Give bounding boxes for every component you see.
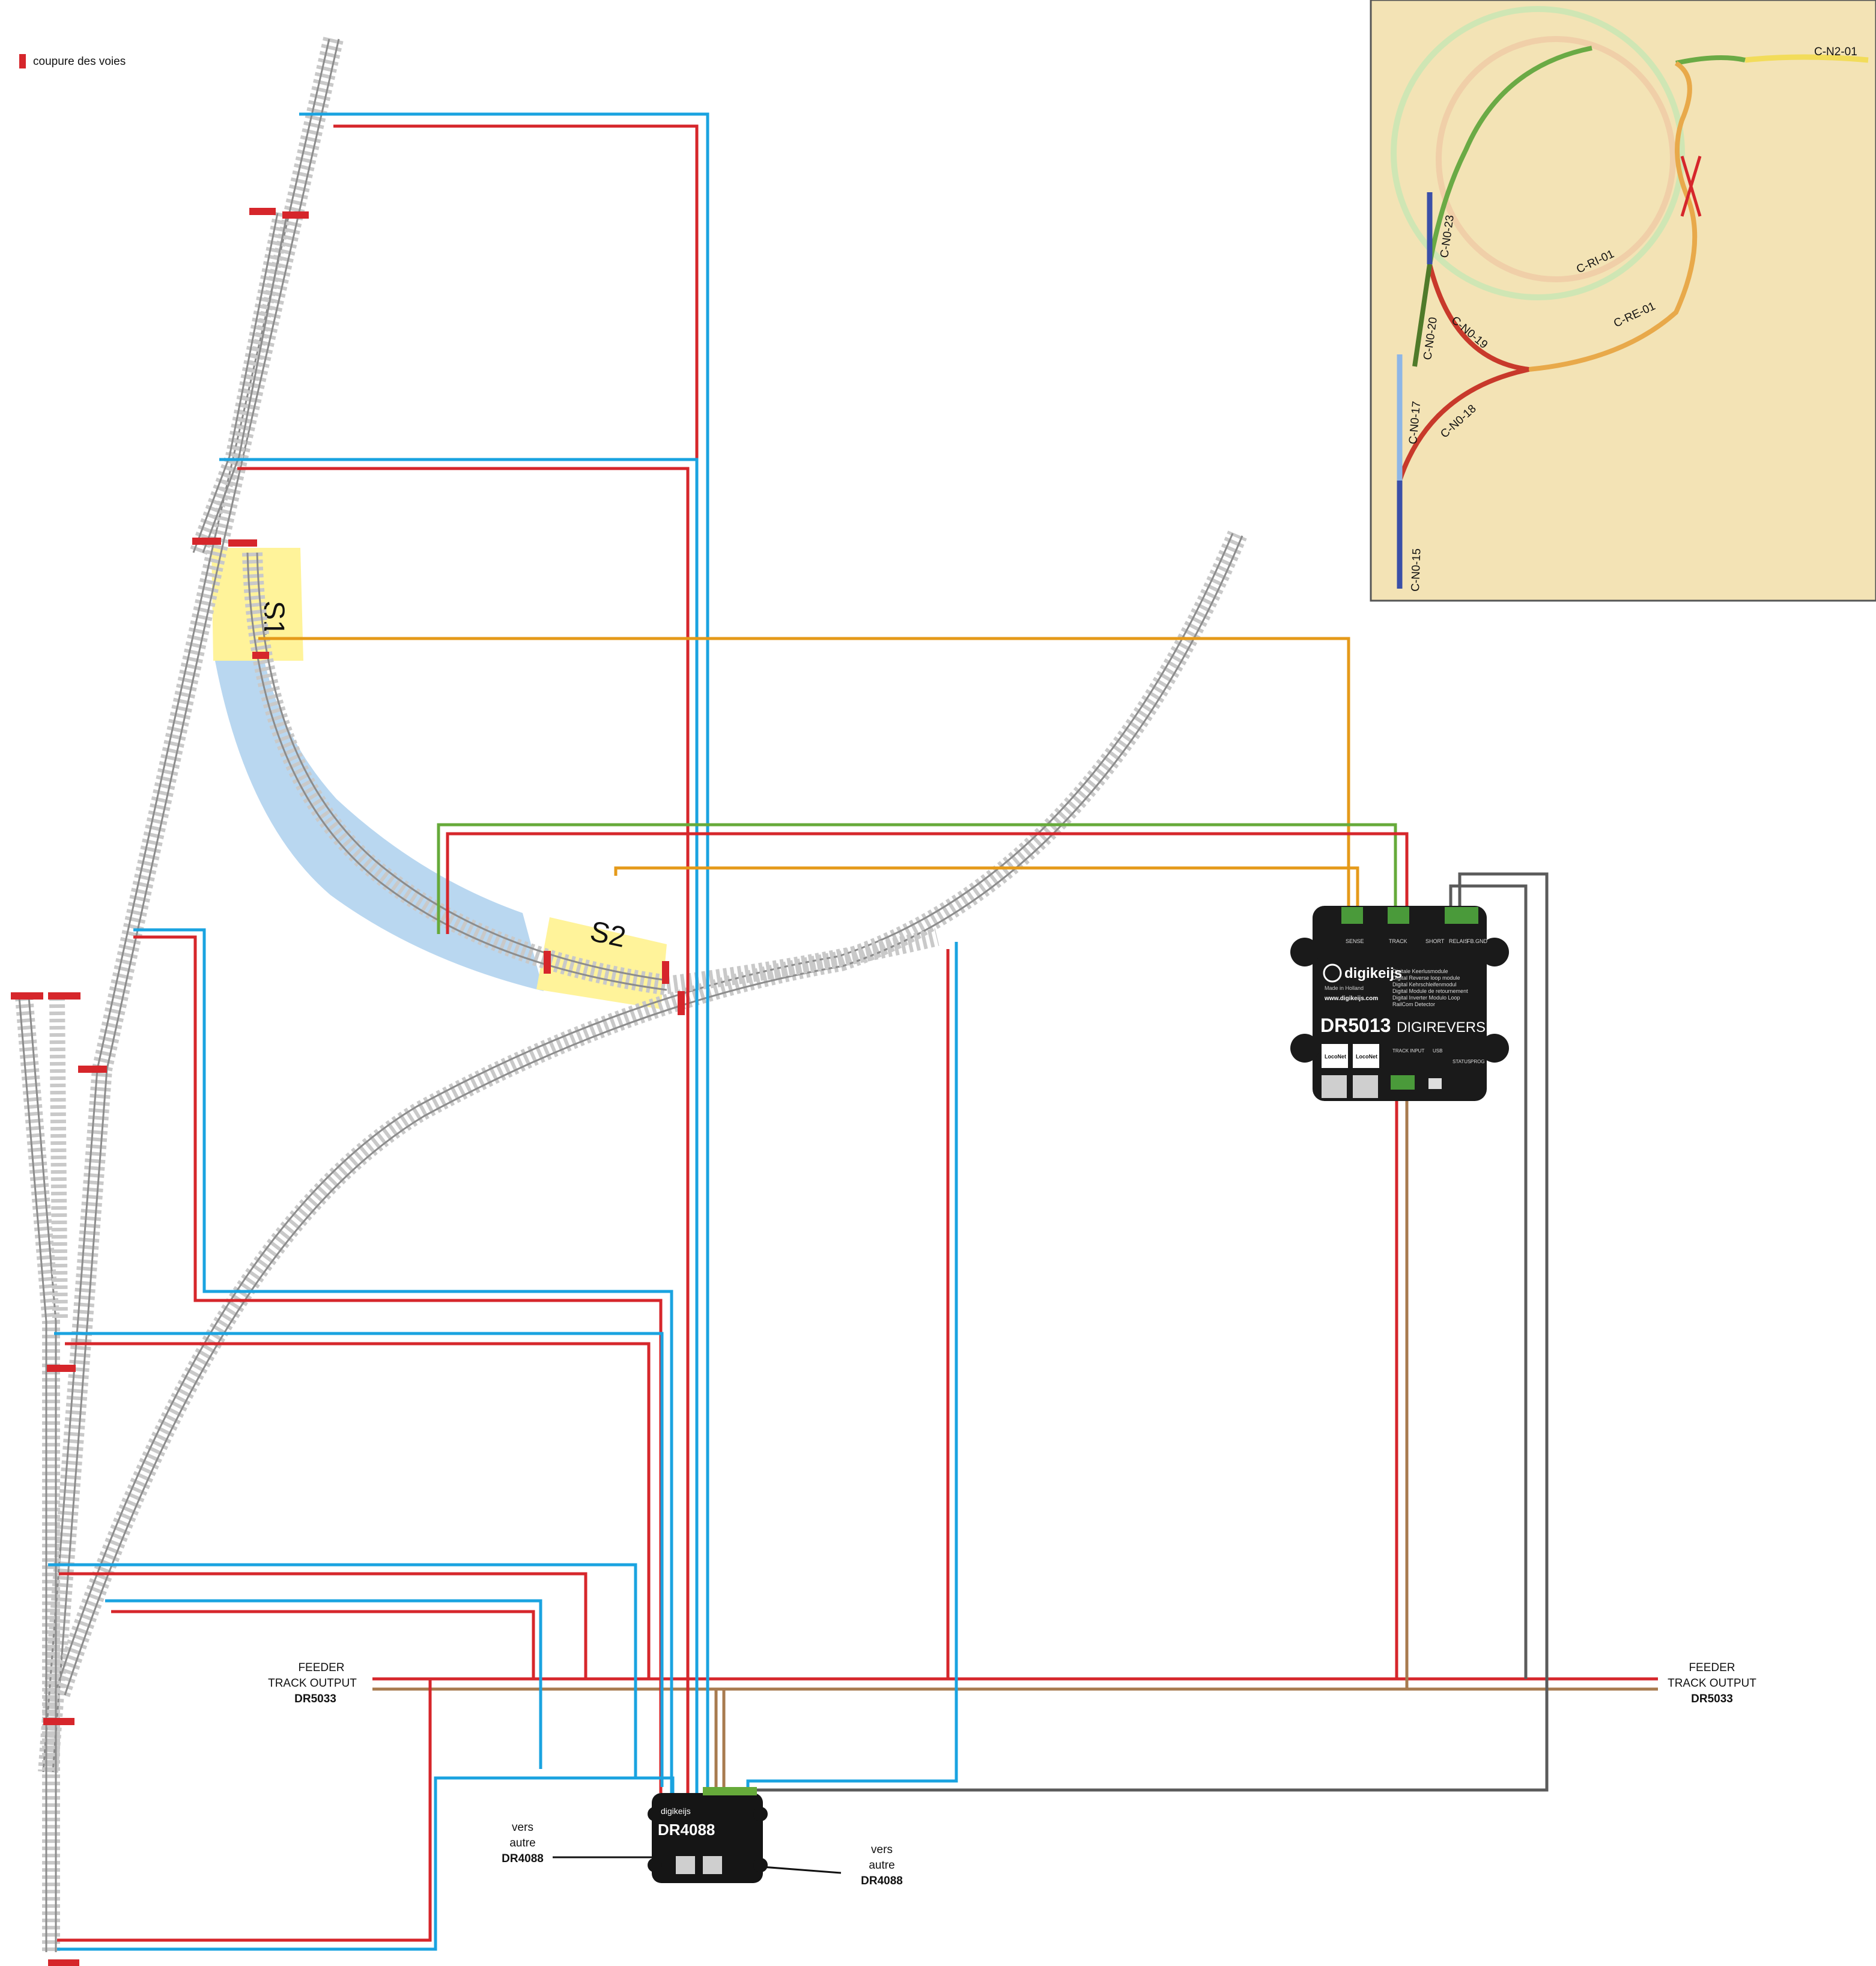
wires bbox=[48, 112, 1549, 1951]
dr5013-loconet-label-box bbox=[1322, 1044, 1348, 1068]
track-main-diagonal bbox=[38, 37, 344, 1773]
dr4088-loconet-port bbox=[703, 1856, 722, 1874]
dr5013-relais-terminal bbox=[1445, 907, 1478, 924]
dr5013-desc-line: Digital Module de retournement bbox=[1392, 988, 1468, 994]
dr5013-name: DIGIREVERSE bbox=[1397, 1019, 1495, 1036]
dr5013-desc-line: Digital Inverter Modulo Loop bbox=[1392, 995, 1460, 1001]
track-cut bbox=[11, 992, 43, 1000]
plan-outer-loop bbox=[1391, 6, 1685, 300]
dr4088-brand: digikeijs bbox=[661, 1806, 691, 1816]
track-cut bbox=[249, 208, 276, 215]
dr4088-module: digikeijs DR4088 bbox=[553, 1787, 842, 1883]
track-cut bbox=[48, 1959, 79, 1966]
track-plan-inset: C-N2-01 C-N0-23 C-RI-01 C-N0-20 C-N0-19 … bbox=[1370, 0, 1876, 602]
feeder-left-line1: FEEDER bbox=[298, 1661, 344, 1674]
plan-track-n0-19 bbox=[1427, 264, 1529, 372]
dr5013-desc-line: Digital Reverse loop module bbox=[1392, 975, 1460, 981]
dr5013-usb-port bbox=[1428, 1078, 1442, 1089]
legend-swatch bbox=[19, 54, 26, 68]
plan-track-re-01 bbox=[1528, 61, 1698, 372]
bottom-right-line3: DR4088 bbox=[861, 1875, 903, 1887]
track-reverse-loop bbox=[242, 552, 669, 995]
section-s2-label: S2 bbox=[587, 915, 628, 954]
dr5013-port-label: SHORT bbox=[1425, 938, 1445, 944]
section-highlights: S1 S2 bbox=[211, 548, 667, 1009]
tracks bbox=[15, 37, 1247, 1952]
plan-track-ri-01 bbox=[1427, 46, 1592, 265]
dr4088-terminals bbox=[703, 1787, 757, 1795]
feeder-bus bbox=[372, 1677, 1658, 1691]
dr5013-bottom-port-label: LocoNet bbox=[1325, 1054, 1346, 1060]
feeder-left-line2: TRACK OUTPUT bbox=[268, 1677, 357, 1690]
feeder-right-line2: TRACK OUTPUT bbox=[1668, 1677, 1756, 1690]
track-cut bbox=[662, 961, 669, 984]
track-left-branch bbox=[15, 996, 68, 1952]
dr5013-bottom-port-label: STATUS bbox=[1453, 1059, 1471, 1064]
dr5013-track-input-terminal bbox=[1391, 1075, 1415, 1090]
track-cut bbox=[47, 1365, 76, 1372]
dr5013-sense-terminal bbox=[1341, 907, 1363, 924]
feeder-label-left: FEEDER TRACK OUTPUT DR5033 bbox=[268, 1661, 357, 1705]
track-cut bbox=[544, 951, 551, 974]
legend: coupure des voies bbox=[19, 54, 126, 68]
feeder-right-line3: DR5033 bbox=[1691, 1693, 1733, 1705]
dr5013-brand: digikeijs bbox=[1344, 965, 1402, 981]
dr5013-bottom-port-label: TRACK INPUT bbox=[1392, 1048, 1424, 1054]
digikeijs-logo-icon bbox=[1323, 963, 1342, 983]
dr5013-bottom-port-label: PROG bbox=[1471, 1059, 1485, 1064]
dr5013-module: SENSE TRACK SHORT RELAIS FB.GND digikeij… bbox=[1290, 906, 1509, 1101]
dr5013-loconet-label-box bbox=[1353, 1044, 1379, 1068]
track-cut bbox=[192, 538, 221, 545]
bottom-right-line1: vers bbox=[871, 1843, 893, 1856]
track-cut bbox=[252, 652, 269, 659]
bottom-left-line2: autre bbox=[509, 1837, 535, 1849]
feeder-left-line3: DR5033 bbox=[294, 1693, 336, 1705]
dr5013-desc-line: RailCom Detector bbox=[1392, 1001, 1435, 1007]
dr5013-sub: Made in Holland bbox=[1325, 985, 1364, 991]
track-crossover bbox=[666, 928, 940, 994]
dr5013-port-label: RELAIS bbox=[1449, 938, 1468, 944]
reverse-loop-zone bbox=[215, 661, 544, 991]
dr5013-port-label: SENSE bbox=[1346, 938, 1364, 944]
dr5013-track-terminal bbox=[1388, 907, 1409, 924]
track-cuts bbox=[11, 208, 685, 1966]
bottom-label-left: vers autre DR4088 bbox=[502, 1821, 544, 1865]
dr5013-port-label: FB.GND bbox=[1467, 938, 1488, 944]
dr5013-loconet-port bbox=[1322, 1075, 1347, 1098]
plan-crossing-icon bbox=[1680, 156, 1702, 217]
dr5013-desc-line: Digitale Keerlusmodule bbox=[1392, 968, 1448, 974]
bottom-right-line2: autre bbox=[869, 1859, 894, 1872]
plan-track-n2-01 bbox=[1744, 54, 1869, 63]
dr5013-web: www.digikeijs.com bbox=[1324, 995, 1378, 1002]
dr5013-bottom-port-label: USB bbox=[1433, 1048, 1442, 1054]
bottom-left-line1: vers bbox=[512, 1821, 533, 1834]
plan-label: C-N0-15 bbox=[1409, 548, 1423, 592]
track-cut bbox=[48, 992, 80, 1000]
track-cut bbox=[678, 991, 685, 1015]
feeder-right-line1: FEEDER bbox=[1689, 1661, 1735, 1674]
legend-label: coupure des voies bbox=[33, 55, 126, 68]
plan-inner-loop bbox=[1436, 36, 1676, 282]
dr4088-loconet-port bbox=[676, 1856, 695, 1874]
dr5013-bottom-port-label: LocoNet bbox=[1356, 1054, 1377, 1060]
track-cut bbox=[228, 539, 257, 547]
bottom-label-right: vers autre DR4088 bbox=[861, 1843, 903, 1887]
track-cut bbox=[78, 1066, 107, 1073]
dr5013-port-label: TRACK bbox=[1389, 938, 1407, 944]
track-cut bbox=[282, 211, 309, 219]
plan-track-n0-18 bbox=[1397, 367, 1529, 482]
bottom-left-line3: DR4088 bbox=[502, 1852, 544, 1865]
plan-background bbox=[1370, 0, 1876, 602]
plan-label: C-N2-01 bbox=[1814, 46, 1857, 58]
plan-track-n0-20 bbox=[1412, 264, 1432, 367]
track-cut bbox=[43, 1718, 74, 1725]
dr5013-desc-line: Digital Kehrschleifenmodul bbox=[1392, 981, 1457, 988]
dr5013-model: DR5013 bbox=[1320, 1015, 1391, 1036]
dr5013-loconet-port bbox=[1353, 1075, 1378, 1098]
dr4088-model: DR4088 bbox=[658, 1821, 715, 1839]
feeder-label-right: FEEDER TRACK OUTPUT DR5033 bbox=[1668, 1661, 1756, 1705]
track-top-turnout bbox=[189, 211, 291, 556]
plan-track-green bbox=[1675, 55, 1746, 65]
